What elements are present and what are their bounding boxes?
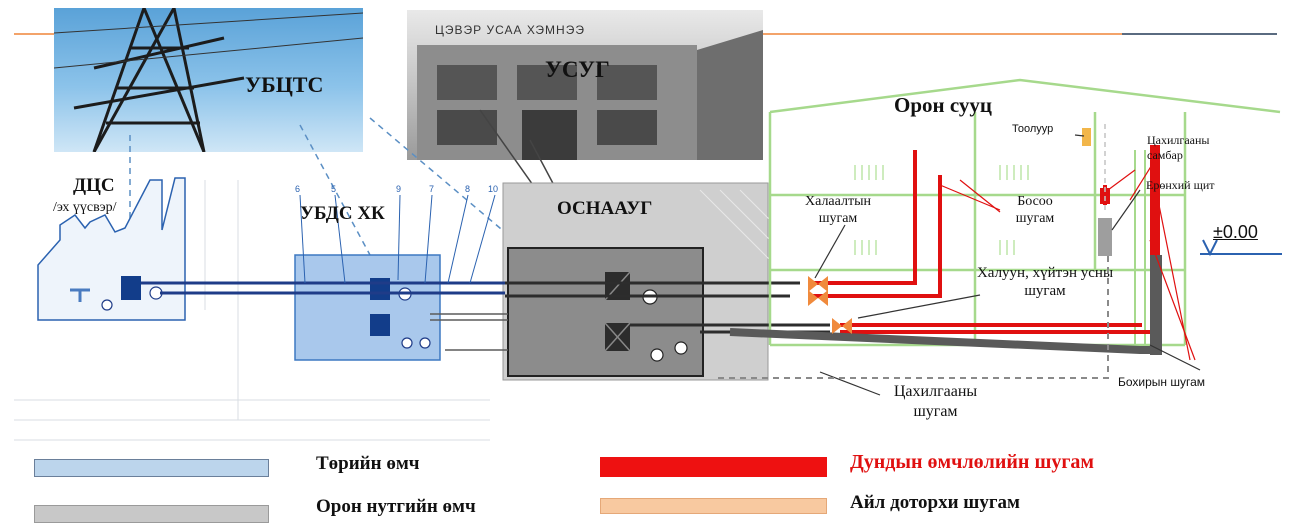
legend-label-shared: Дундын өмчлөлийн шугам <box>850 451 1095 473</box>
legend-swatch-local <box>34 505 269 523</box>
riser-pipe-label: Босоо шугам <box>1015 194 1055 226</box>
tower-icon <box>54 8 363 152</box>
top-rule-left <box>14 33 54 35</box>
top-rule-dark <box>1122 33 1277 35</box>
apartment-label: Орон сууц <box>894 93 993 117</box>
electric-line-label: Цахилгааны шугам <box>893 383 978 420</box>
top-rule-right <box>762 33 1122 35</box>
pipe-number-7: 7 <box>429 184 435 194</box>
power-plant-sub-label: /эх үүсвэр/ <box>53 200 117 215</box>
power-plant-label: ДЦС <box>73 175 115 196</box>
plant-unit <box>121 276 141 300</box>
building-icon <box>417 30 763 160</box>
meter-label: Тоолуур <box>1012 123 1054 135</box>
pipe-number-5: 5 <box>331 184 337 194</box>
electric-line <box>718 256 1109 379</box>
pipe-number-8: 8 <box>465 184 471 194</box>
legend-swatch-state <box>34 459 269 477</box>
hot-cold-water-label: Халуун, хүйтэн усны шугам <box>976 265 1114 299</box>
pipe-number-9: 9 <box>396 184 402 194</box>
level-label: ±0.00 <box>1213 222 1258 242</box>
elec-panel-label: Цахилгааны самбар <box>1147 133 1210 162</box>
housing-authority-label: ОСНААУГ <box>557 198 653 219</box>
sewer-pipe-label: Бохирын шугам <box>1118 375 1206 389</box>
power-grid-label: УБЦТС <box>245 72 324 97</box>
legend-swatch-shared <box>600 457 827 477</box>
level-marker <box>1200 239 1282 257</box>
legend-swatch-apartment <box>600 498 827 514</box>
legend-label-apartment: Айл доторхи шугам <box>850 492 1020 513</box>
heating-network-box <box>294 254 441 361</box>
power-tower-photo <box>54 8 363 152</box>
water-building-photo: ЦЭВЭР УСАА ХЭМНЭЭ <box>407 10 763 160</box>
pipe-number-6: 6 <box>295 184 301 194</box>
legend-label-local: Орон нутгийн өмч <box>316 496 476 517</box>
pipe-number-10: 10 <box>488 184 499 194</box>
water-sign-text: ЦЭВЭР УСАА ХЭМНЭЭ <box>435 23 585 37</box>
main-switch-label: Ерөнхий щит <box>1146 178 1215 192</box>
water-supply-label: УСУГ <box>545 57 610 82</box>
heating-pipe-label: Халаалтын шугам <box>805 194 871 226</box>
legend-label-state: Төрийн өмч <box>316 453 420 474</box>
heating-network-label: УБДС ХК <box>300 203 385 224</box>
